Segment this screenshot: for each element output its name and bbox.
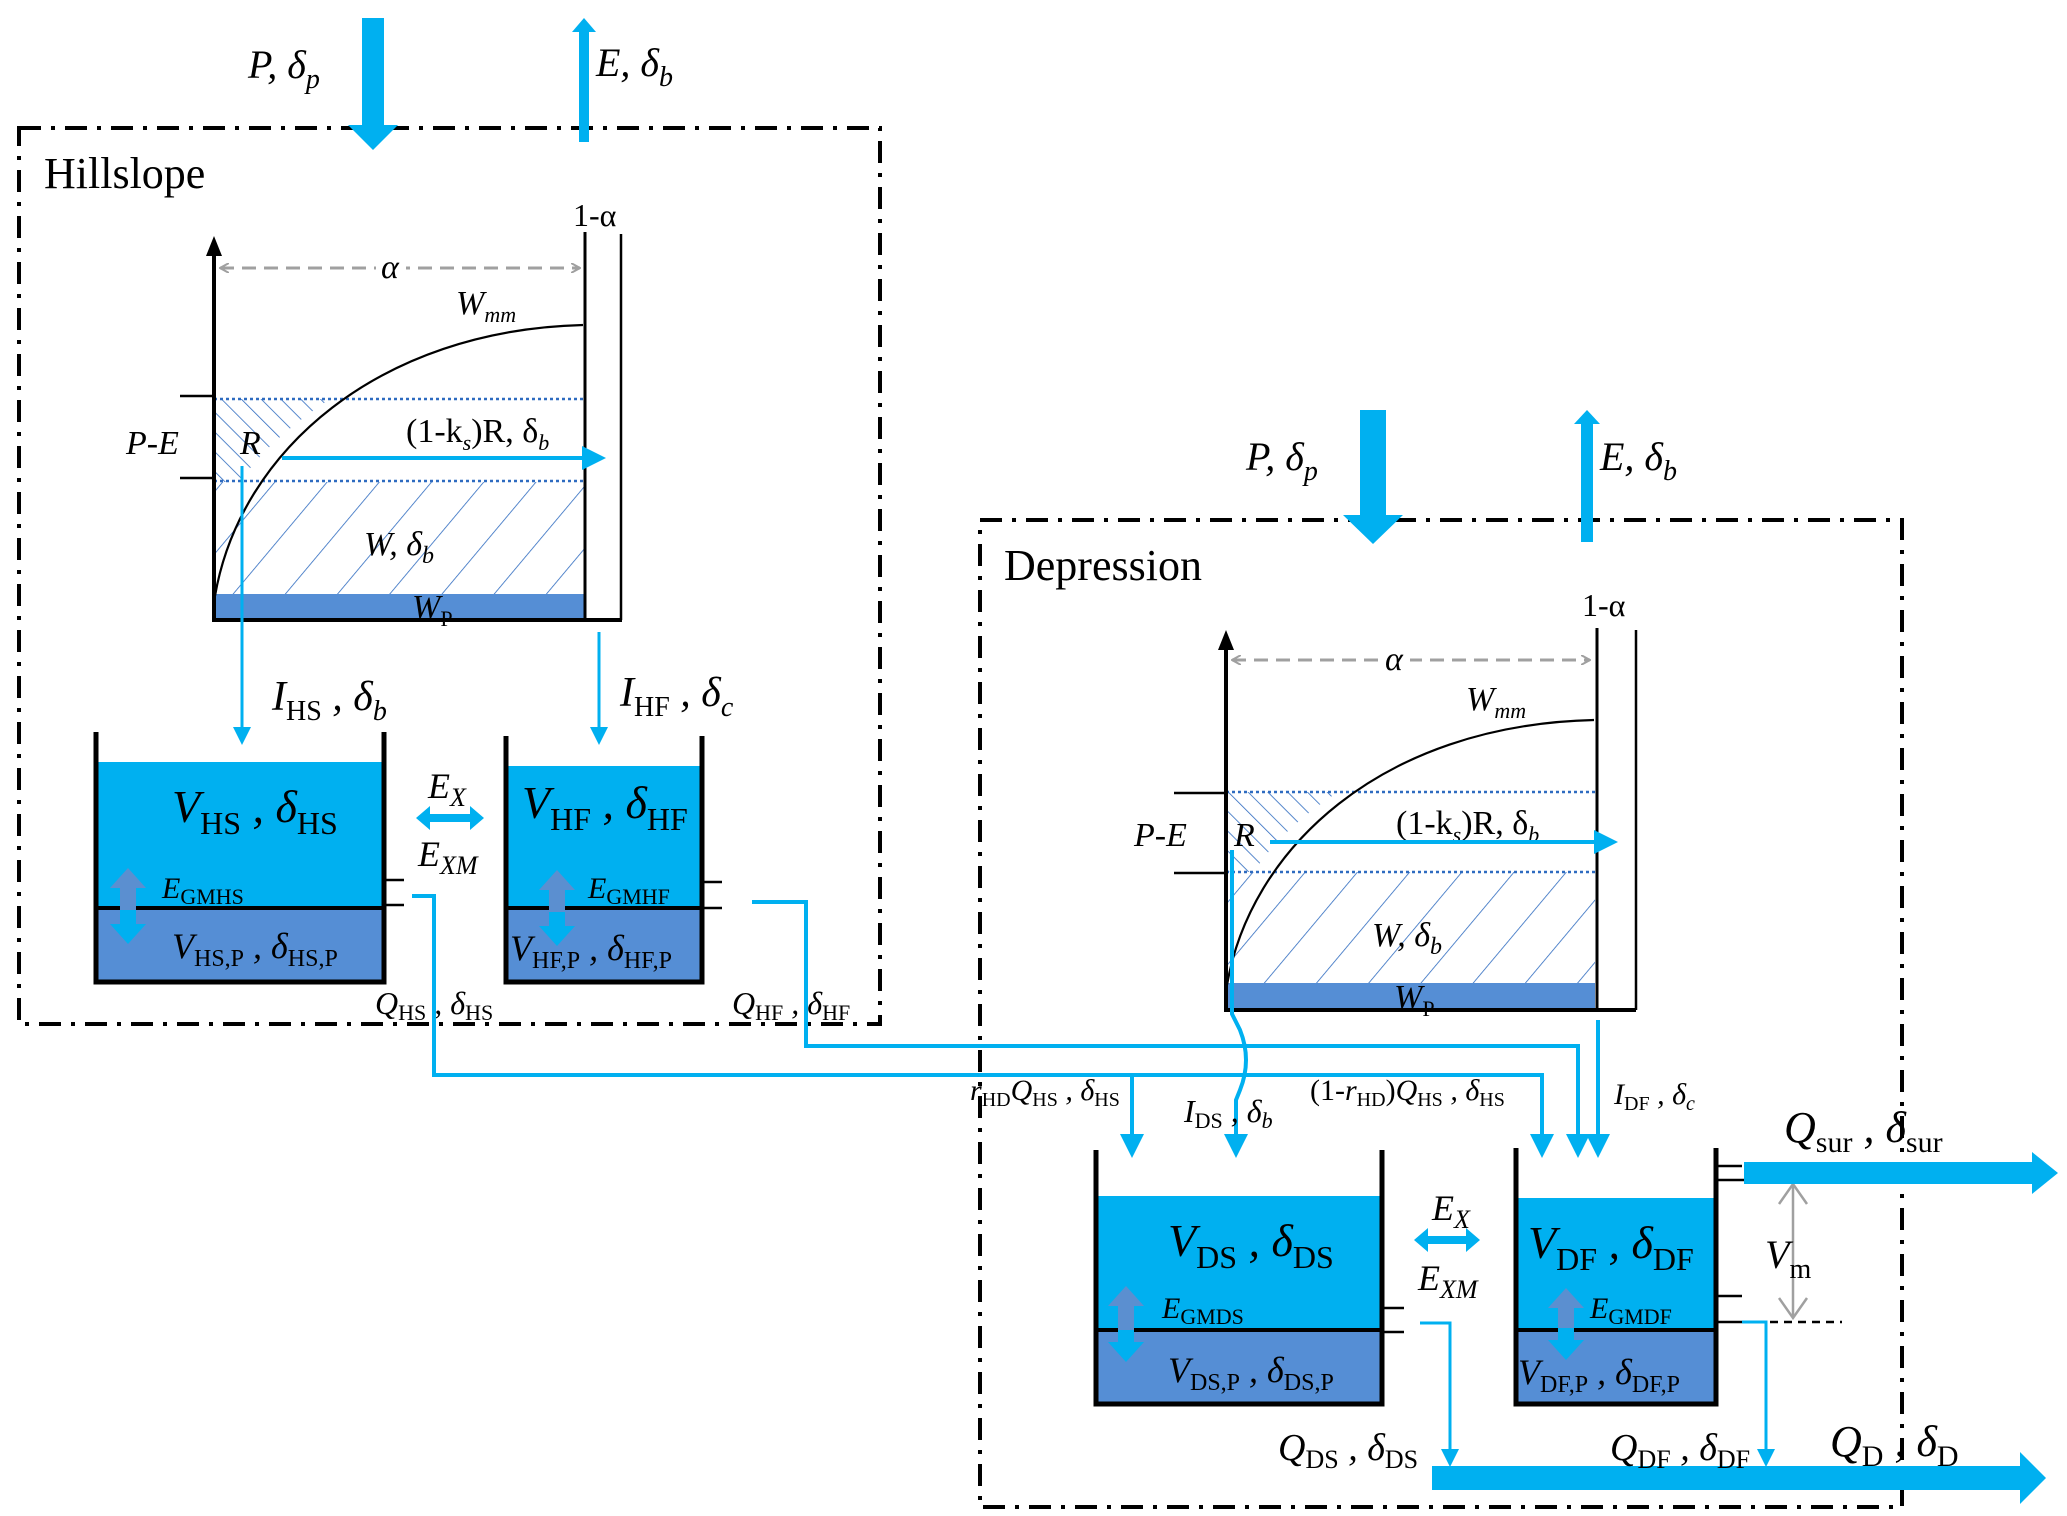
hillslope-title: Hillslope <box>44 149 205 198</box>
depression-vds-label: VDS , δDS <box>1168 1215 1334 1275</box>
hillslope-exchange-arrow <box>416 806 484 830</box>
depression-runoff-label: (1-ks)R, δb <box>1396 805 1539 847</box>
depression-boundary <box>978 518 1904 1509</box>
hillslope-exm-label: EXM <box>417 834 479 880</box>
hillslope-evap-label: E, δb <box>595 40 673 93</box>
depression-egmdf-label: EGMDF <box>1589 1292 1672 1329</box>
hillslope-precip-arrow <box>348 18 398 150</box>
hillslope-vhsp-label: VHS,P , δHS,P <box>172 926 338 972</box>
depression-qdf-label: QDF , δDF <box>1610 1427 1750 1474</box>
hillslope-one-minus-alpha-label: 1-α <box>573 197 617 233</box>
hillslope-wp-label: WP <box>412 589 453 631</box>
depression-p-minus-e-label: P-E <box>1133 817 1187 854</box>
depression-wp-label: WP <box>1394 979 1435 1021</box>
depression-exchange-arrow <box>1414 1228 1480 1252</box>
depression-w-label: W, δb <box>1372 917 1442 960</box>
hillslope-evap-arrow <box>572 18 596 142</box>
hillslope-ex-label: EX <box>427 766 467 812</box>
hillslope-egmhf-label: EGMHF <box>587 872 670 909</box>
depression-df-tank <box>1513 1148 1742 1407</box>
depression-title: Depression <box>1004 541 1202 590</box>
hillslope-boundary <box>17 126 882 1026</box>
depression-ex-label: EX <box>1431 1188 1471 1234</box>
hillslope-alpha-label: α <box>381 249 400 286</box>
hillslope-p-minus-e-label: P-E <box>125 425 179 462</box>
hillslope-ihf-label: IHF , δc <box>619 670 734 723</box>
hillslope-qhf-label: QHF , δHF <box>732 985 850 1025</box>
hillslope-to-depression-flows <box>412 894 1590 1158</box>
depression-qds-label: QDS , δDS <box>1278 1427 1418 1474</box>
depression-storage-curve <box>1174 628 1638 1012</box>
hillslope-ihs-label: IHS , δb <box>271 674 387 727</box>
depression-vdsp-label: VDS,P , δDS,P <box>1168 1350 1334 1396</box>
depression-r-label: R <box>1233 817 1255 854</box>
depression-rhd-qhs-label: rHDQHS , δHS <box>970 1074 1120 1111</box>
depression-vm-label: Vm <box>1765 1232 1811 1285</box>
hillslope-w-label: W, δb <box>364 526 434 569</box>
depression-precip-label: P, δp <box>1245 434 1318 487</box>
depression-precip-arrow <box>1343 410 1403 544</box>
hillslope-precip-label: P, δp <box>247 42 320 95</box>
depression-panel: P, δp E, δb Depression α 1-α Wmm P <box>970 410 2058 1509</box>
hillslope-wmm-label: Wmm <box>456 285 516 327</box>
depression-vdfp-label: VDF,P , δDF,P <box>1518 1352 1680 1398</box>
hillslope-vhf-label: VHF , δHF <box>522 777 688 837</box>
depression-egmds-label: EGMDS <box>1161 1292 1244 1329</box>
qhs-flow-line <box>412 894 1554 1158</box>
depression-ids-label: IDS , δb <box>1183 1093 1273 1133</box>
depression-qd-label: QD , δD <box>1830 1417 1959 1473</box>
depression-qsur-arrow <box>1744 1152 2058 1194</box>
hillslope-panel: P, δp E, δb Hillslope <box>17 18 882 1026</box>
qhf-flow-line <box>752 900 1590 1158</box>
depression-evap-arrow <box>1574 410 1600 542</box>
depression-vm-indicator <box>1742 1178 1842 1324</box>
depression-one-minus-rhd-label: (1-rHD)QHS , δHS <box>1310 1074 1505 1111</box>
depression-idf-label: IDF , δc <box>1613 1078 1695 1115</box>
depression-wmm-label: Wmm <box>1466 681 1526 723</box>
depression-ids-arrow <box>1224 850 1248 1158</box>
depression-qd-arrow <box>1432 1452 2046 1504</box>
depression-ds-tank <box>1093 1150 1404 1407</box>
hillslope-storage-curve <box>180 232 623 622</box>
hillslope-r-label: R <box>239 425 261 462</box>
hillslope-hs-tank <box>93 732 404 985</box>
depression-exm-label: EXM <box>1417 1258 1479 1304</box>
depression-evap-label: E, δb <box>1599 434 1677 487</box>
depression-qdf-flow <box>1742 1320 1775 1467</box>
hillslope-vhfp-label: VHF,P , δHF,P <box>510 928 672 974</box>
hillslope-hf-tank <box>503 736 722 985</box>
hillslope-runoff-label: (1-ks)R, δb <box>406 413 549 455</box>
depression-one-minus-alpha-label: 1-α <box>1582 587 1626 623</box>
depression-qsur-label: Qsur , δsur <box>1784 1103 1943 1159</box>
depression-qds-flow <box>1420 1321 1459 1467</box>
hillslope-vhs-label: VHS , δHS <box>172 781 338 841</box>
hillslope-egmhs-label: EGMHS <box>161 872 244 909</box>
depression-alpha-label: α <box>1385 641 1404 678</box>
depression-vdf-label: VDF , δDF <box>1528 1217 1694 1277</box>
